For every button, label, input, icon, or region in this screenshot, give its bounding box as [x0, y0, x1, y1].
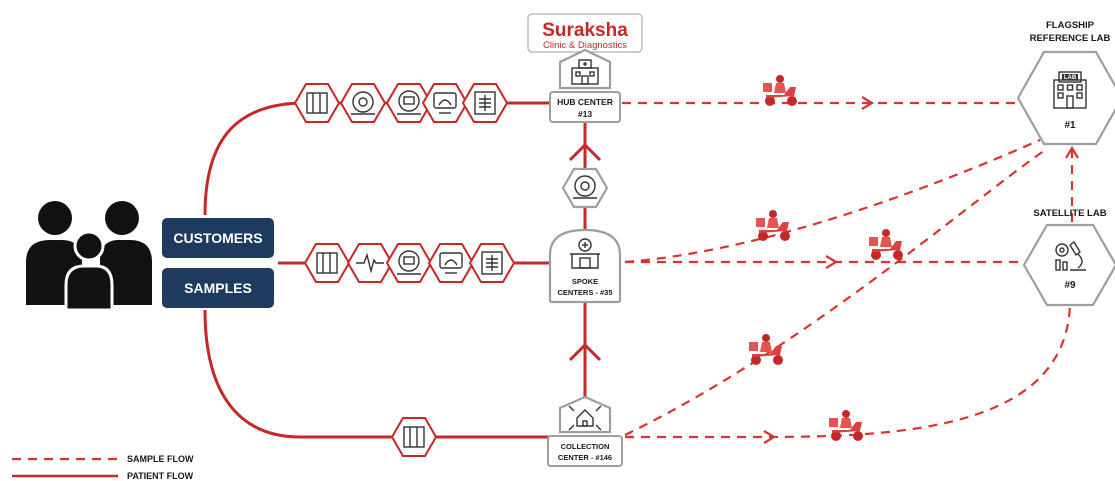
- hex-xray-icon: [461, 83, 509, 123]
- patient-line-top: [203, 101, 550, 216]
- flagship-reference-lab-node: FLAGSHIP REFERENCE LAB LAB #1: [1016, 20, 1115, 146]
- patient-line-bottom: [203, 309, 550, 439]
- spoke-centers-label-line1: SPOKE: [572, 277, 598, 286]
- hex-lab-rack-icon: [293, 83, 341, 123]
- collection-center-label-line2: CENTER - #146: [558, 453, 612, 462]
- arrow-up-lower: [568, 342, 602, 362]
- delivery-riders: [749, 75, 903, 441]
- hex-lab-rack-icon: [303, 243, 351, 283]
- service-icons-top-row: [293, 83, 509, 123]
- satellite-lab-title: SATELLITE LAB: [1033, 208, 1106, 219]
- flagship-title-line1: FLAGSHIP: [1046, 20, 1095, 31]
- sample-arrowhead-satellite-up: [1065, 145, 1079, 159]
- samples-pill-label: SAMPLES: [184, 280, 252, 296]
- collection-center-node: COLLECTION CENTER - #146: [547, 395, 623, 467]
- lab-building-icon: LAB: [1053, 71, 1087, 109]
- hex-xray-icon: [468, 243, 516, 283]
- microscope-icon: [1055, 240, 1086, 271]
- service-icons-middle-row: [303, 243, 516, 283]
- hub-center-node: HUB CENTER #13: [549, 48, 621, 123]
- svg-text:LAB: LAB: [1064, 75, 1077, 81]
- delivery-scooter-icon: [869, 229, 903, 260]
- hex-ct-scanner-icon: [385, 243, 433, 283]
- hex-ultrasound-icon: [427, 243, 475, 283]
- customers-pill-label: CUSTOMERS: [173, 230, 262, 246]
- hex-ecg-icon: [346, 243, 394, 283]
- sample-flow-lines: [622, 96, 1079, 444]
- spoke-centers-node: SPOKE CENTERS - #35: [548, 228, 622, 304]
- hub-center-count: #13: [578, 109, 592, 119]
- legend-patient-flow-label: PATIENT FLOW: [127, 471, 194, 481]
- hex-ultrasound-icon: [421, 83, 469, 123]
- clinic-icon: [570, 238, 600, 269]
- delivery-scooter-icon: [756, 210, 790, 241]
- arrow-up-upper: [568, 142, 602, 162]
- sample-arrowhead-hub: [861, 96, 875, 110]
- samples-pill: SAMPLES: [162, 268, 274, 308]
- sample-spoke-to-flagship: [624, 138, 1041, 264]
- flagship-title-line2: REFERENCE LAB: [1030, 33, 1111, 44]
- family-icon: [26, 201, 152, 312]
- sample-collection-to-flagship: [624, 149, 1046, 436]
- customers-pill: CUSTOMERS: [162, 218, 274, 258]
- sample-arrowhead-spoke: [825, 255, 839, 269]
- suraksha-logo: Suraksha Clinic & Diagnostics: [527, 13, 643, 53]
- hex-mri-scanner-icon-spine: [561, 167, 609, 209]
- satellite-lab-count: #9: [1064, 280, 1076, 291]
- hex-mri-scanner-icon: [339, 83, 387, 123]
- satellite-lab-node: SATELLITE LAB #9: [1022, 208, 1115, 307]
- hospital-icon: [571, 59, 599, 85]
- logo-tagline: Clinic & Diagnostics: [543, 40, 627, 51]
- delivery-scooter-icon: [749, 334, 783, 365]
- hex-lab-rack-icon-bottom: [390, 417, 438, 457]
- legend: SAMPLE FLOW PATIENT FLOW: [12, 454, 194, 481]
- spoke-centers-label-line2: CENTERS - #35: [557, 288, 612, 297]
- logo-name: Suraksha: [542, 20, 628, 41]
- legend-sample-flow-label: SAMPLE FLOW: [127, 454, 194, 464]
- hub-center-label: HUB CENTER: [557, 97, 613, 107]
- home-collection-icon: [568, 405, 602, 431]
- sample-arrowhead-collection: [763, 430, 777, 444]
- flagship-count: #1: [1064, 120, 1076, 131]
- delivery-scooter-icon: [763, 75, 797, 106]
- collection-center-label-line1: COLLECTION: [561, 442, 610, 451]
- delivery-scooter-icon: [829, 410, 863, 441]
